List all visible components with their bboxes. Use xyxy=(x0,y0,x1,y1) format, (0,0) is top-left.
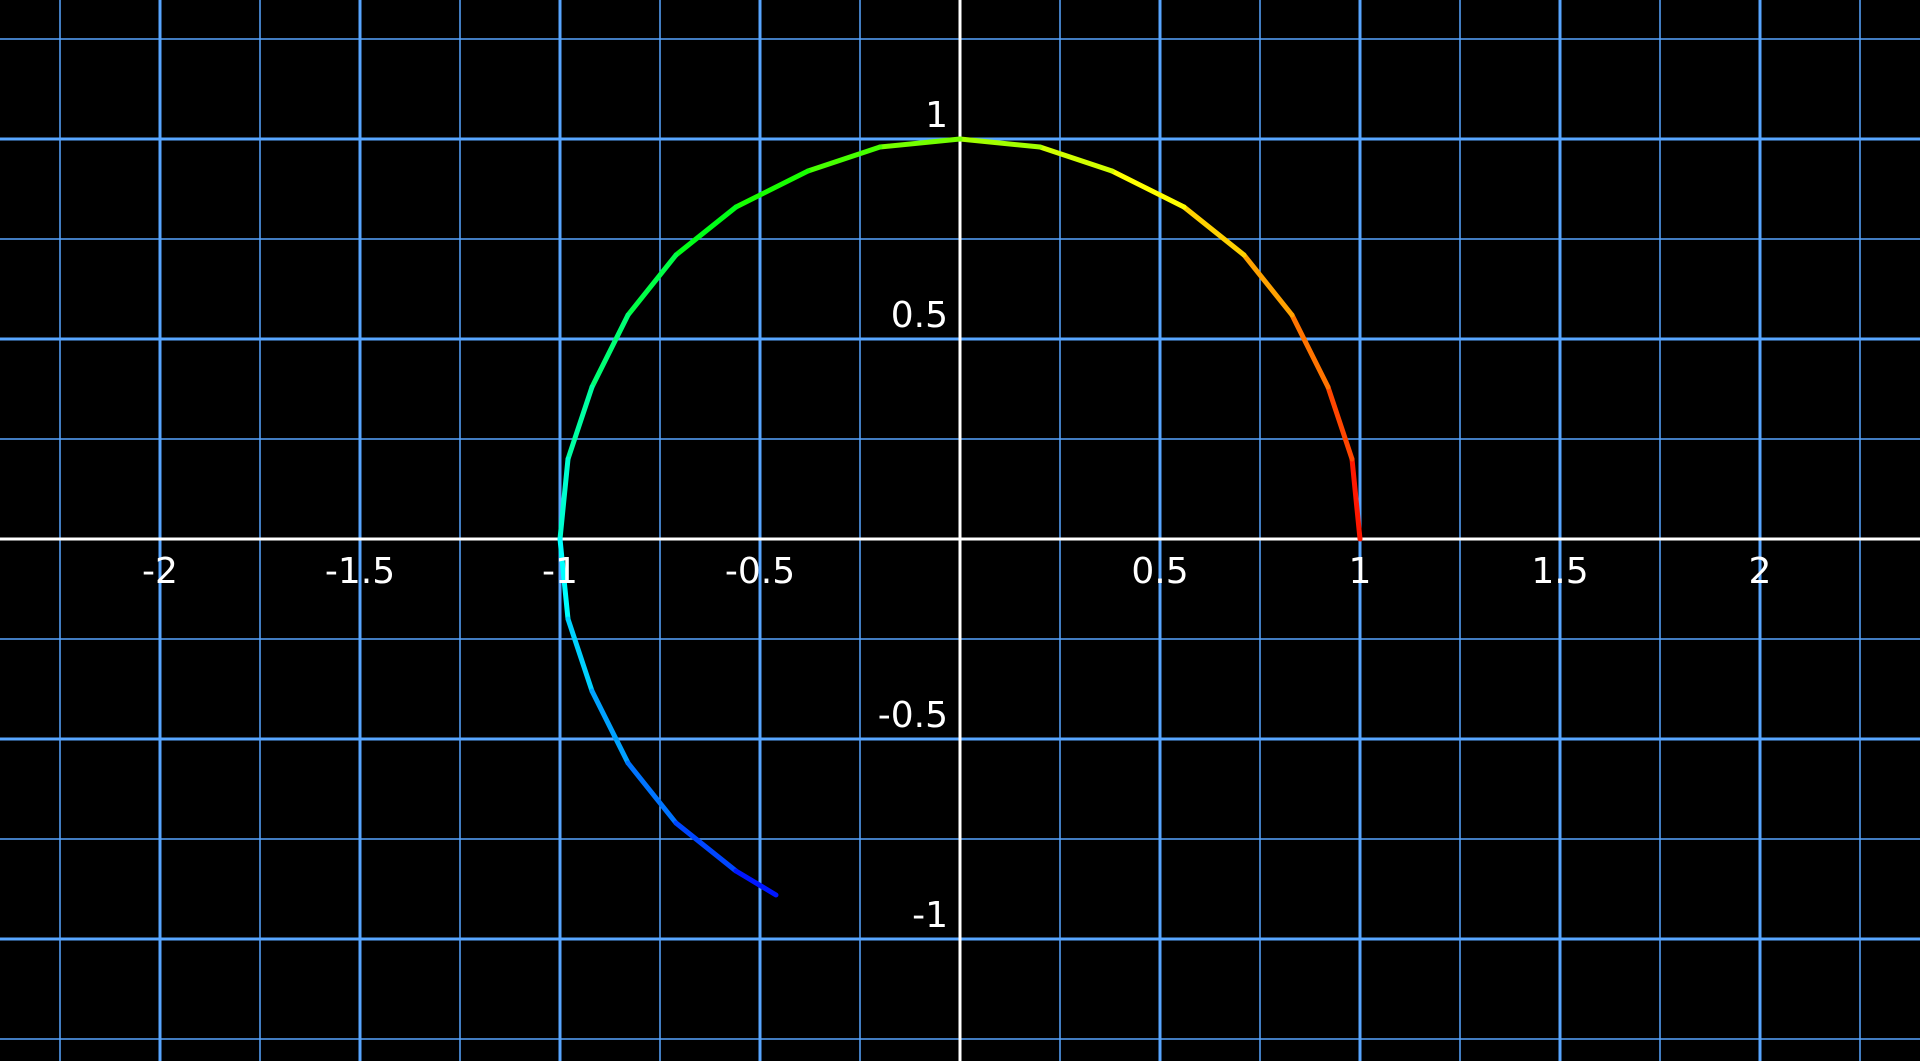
curve-segment xyxy=(565,384,595,462)
x-tick-label: 0.5 xyxy=(1131,551,1188,592)
curve-segment xyxy=(625,760,679,826)
y-tick-label: 1 xyxy=(925,95,948,136)
x-tick-label: -1.5 xyxy=(325,551,395,592)
curve-segment xyxy=(673,204,739,258)
curve-segment xyxy=(877,136,963,150)
x-tick-label: -2 xyxy=(142,551,178,592)
x-tick-label: 2 xyxy=(1749,551,1772,592)
curve-segment xyxy=(1289,312,1331,390)
curve-segment xyxy=(733,868,779,898)
curve-segment xyxy=(589,688,631,766)
curve-segment xyxy=(557,456,571,542)
x-tick-label: 1 xyxy=(1349,551,1372,592)
curve-segment xyxy=(957,136,1043,150)
curve-segment xyxy=(673,820,739,874)
curve-segment xyxy=(1037,144,1115,174)
curve-segment xyxy=(1109,168,1187,210)
curve-segment xyxy=(733,168,811,210)
curve-segment xyxy=(565,616,595,694)
curve-segment xyxy=(805,144,883,174)
y-tick-label: 0.5 xyxy=(891,295,948,336)
series-0 xyxy=(557,136,1363,898)
x-tick-label: 1.5 xyxy=(1531,551,1588,592)
curve xyxy=(557,136,1363,898)
x-tick-label: -0.5 xyxy=(725,551,795,592)
y-tick-label: -0.5 xyxy=(878,695,948,736)
tick-labels: -2 -1.5 -1 -0.5 0.5 1 1.5 2 1 0.5 -0.5 -1 xyxy=(142,95,1771,936)
curve-segment xyxy=(589,312,631,390)
curve-segment xyxy=(625,252,679,318)
curve-segment xyxy=(557,536,571,622)
y-tick-label: -1 xyxy=(912,895,948,936)
curve-segment xyxy=(1181,204,1247,258)
curve-segment xyxy=(1349,456,1363,542)
curve-segment xyxy=(1241,252,1295,318)
curve-segment xyxy=(1325,384,1355,462)
x-tick-label: -1 xyxy=(542,551,578,592)
